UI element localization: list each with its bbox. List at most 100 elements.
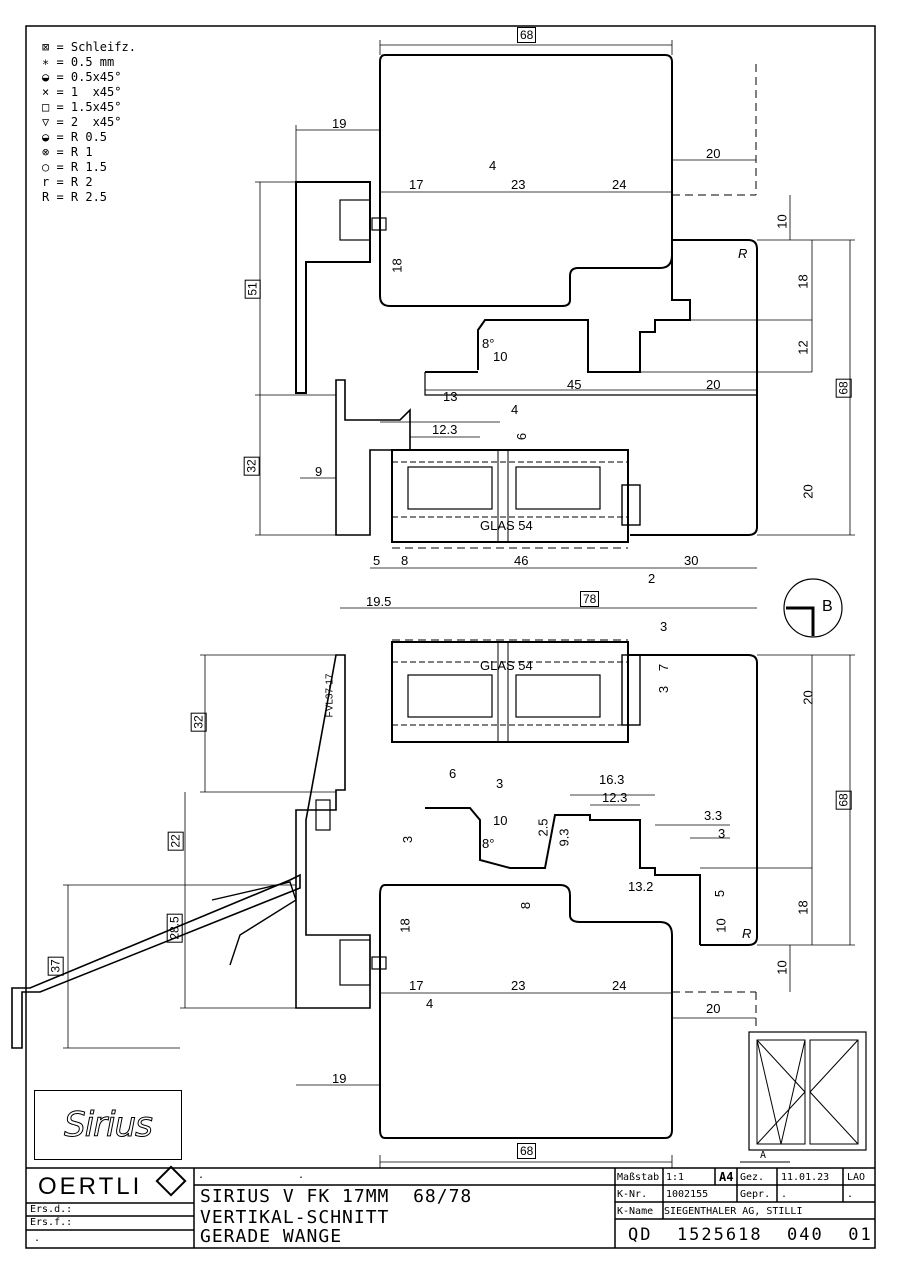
legend-item: r = R 2 [42, 175, 93, 189]
radius-label-top: R [738, 246, 748, 261]
dim-2: 2 [648, 571, 656, 586]
kname-label: K-Name [617, 1206, 654, 1217]
dim-20-top: 20 [706, 146, 721, 161]
dim-5: 5 [373, 553, 381, 568]
legend-item: ◒ = 0.5x45° [42, 70, 122, 84]
dim-28-5: 28.5 [166, 913, 183, 943]
dim-30: 30 [684, 553, 699, 568]
knr-value: 1002155 [666, 1189, 709, 1200]
dim-5-b: 5 [712, 889, 728, 898]
dim-13-2: 13.2 [628, 879, 654, 894]
dim-3-b: 3 [656, 685, 672, 694]
drawn-label: Gez. [740, 1172, 765, 1183]
scale-value: 1:1 [666, 1172, 685, 1183]
dim-2-5: 2.5 [535, 818, 551, 837]
checked-label: Gepr. [740, 1189, 771, 1200]
dim-20-e: 20 [706, 1001, 721, 1016]
symbol-legend: ⊠ = Schleifz. ∗ = 0.5 mm ◒ = 0.5x45° × =… [42, 40, 136, 205]
dim-13: 13 [443, 389, 458, 404]
dim-4-top: 4 [489, 158, 497, 173]
legend-item: ∗ = 0.5 mm [42, 55, 115, 69]
dim-20-b: 20 [706, 377, 721, 392]
section-marker-arrow [786, 606, 815, 636]
hidden-lines [392, 64, 757, 1030]
dim-37: 37 [47, 956, 64, 976]
drawing-title-1: SIRIUS V FK 17MM 68/78 [200, 1186, 473, 1207]
sash-profile-top [295, 54, 758, 543]
dim-19-top: 19 [332, 116, 347, 131]
legend-item: ◒ = R 0.5 [42, 130, 108, 144]
sirius-logo: Sirius [34, 1090, 182, 1160]
legend-item: ⊠ = Schleifz. [42, 40, 136, 54]
dim-3-a: 3 [660, 619, 668, 634]
dim-10-top: 10 [774, 214, 790, 229]
dim-18-b: 18 [795, 274, 811, 289]
fvl-label: FVL37-17 [324, 673, 336, 718]
dim-3-d: 3 [718, 826, 726, 841]
checked-name: . [847, 1189, 854, 1200]
dim-22: 22 [167, 831, 184, 851]
dim-18-d: 18 [795, 900, 811, 915]
dim-6-b: 6 [449, 766, 457, 781]
dim-20-c: 20 [800, 484, 816, 499]
drawn-date: 11.01.23 [781, 1172, 830, 1183]
legend-item: × = 1 x45° [42, 85, 122, 99]
dim-17-top: 17 [409, 177, 424, 192]
dim-10-d: 10 [713, 918, 729, 933]
dim-10-c: 10 [493, 813, 508, 828]
dim-23-b: 23 [511, 978, 526, 993]
dim-51: 51 [244, 279, 261, 299]
dim-9-3: 9.3 [556, 828, 572, 847]
dim-68-bottom: 68 [517, 1143, 537, 1159]
drawn-by: LAO [847, 1172, 866, 1183]
window-elevation-thumbnail [740, 1031, 867, 1163]
dim-68-top: 68 [517, 27, 537, 43]
dim-12-3-b: 12.3 [602, 790, 628, 805]
dim-3-c: 3 [496, 776, 504, 791]
dim-8deg-top: 8° [482, 336, 495, 351]
dim-8-a: 8 [401, 553, 409, 568]
dim-32-a: 32 [243, 456, 260, 476]
dim-17-b: 17 [409, 978, 424, 993]
dim-8-b: 8 [518, 901, 534, 910]
dim-32-b: 32 [190, 712, 207, 732]
drawing-number: QD 1525618 040 01 A [628, 1225, 900, 1245]
dim-46: 46 [514, 553, 529, 568]
dim-3-3: 3.3 [704, 808, 723, 823]
dim-12: 12 [795, 340, 811, 355]
dim-6-a: 6 [514, 432, 530, 441]
dimension-lines [63, 40, 855, 1168]
oertli-logo-text: OERTLI [38, 1173, 143, 1200]
section-label-b: B [822, 598, 833, 615]
dim-7: 7 [656, 663, 672, 672]
legend-item: ▽ = 2 x45° [42, 115, 122, 129]
dim-68-right-bottom: 68 [835, 790, 852, 810]
kname-value: SIEGENTHALER AG, STILLI [664, 1206, 803, 1217]
checked-value: . [781, 1189, 788, 1200]
dim-8deg-bottom: 8° [482, 836, 495, 851]
sheet-border [25, 25, 876, 1249]
legend-item: ⊗ = R 1 [42, 145, 93, 159]
paper-format: A4 [719, 1170, 734, 1184]
legend-item: ○ = R 1.5 [42, 160, 108, 174]
dot-cell-b: . [198, 1170, 205, 1181]
glass-label-bottom: GLAS 54 [480, 658, 533, 673]
drawing-title-2: VERTIKAL-SCHNITT [200, 1207, 390, 1228]
elevation-view-label: A [760, 1150, 767, 1161]
dim-19-b: 19 [332, 1071, 347, 1086]
dim-20-d: 20 [800, 690, 816, 705]
dim-12-3: 12.3 [432, 422, 458, 437]
dim-23-top: 23 [511, 177, 526, 192]
dim-19-5: 19.5 [366, 594, 392, 609]
dim-9: 9 [315, 464, 323, 479]
scale-label: Maßstab [617, 1172, 660, 1183]
dim-24-top: 24 [612, 177, 627, 192]
dim-18-c: 18 [397, 918, 413, 933]
dim-45: 45 [567, 377, 582, 392]
dim-16-3: 16.3 [599, 772, 625, 787]
ers-f-label: Ers.f.: [30, 1217, 73, 1228]
dim-24-b: 24 [612, 978, 627, 993]
dot-cell-c: . [298, 1170, 305, 1181]
ers-d-label: Ers.d.: [30, 1204, 73, 1215]
